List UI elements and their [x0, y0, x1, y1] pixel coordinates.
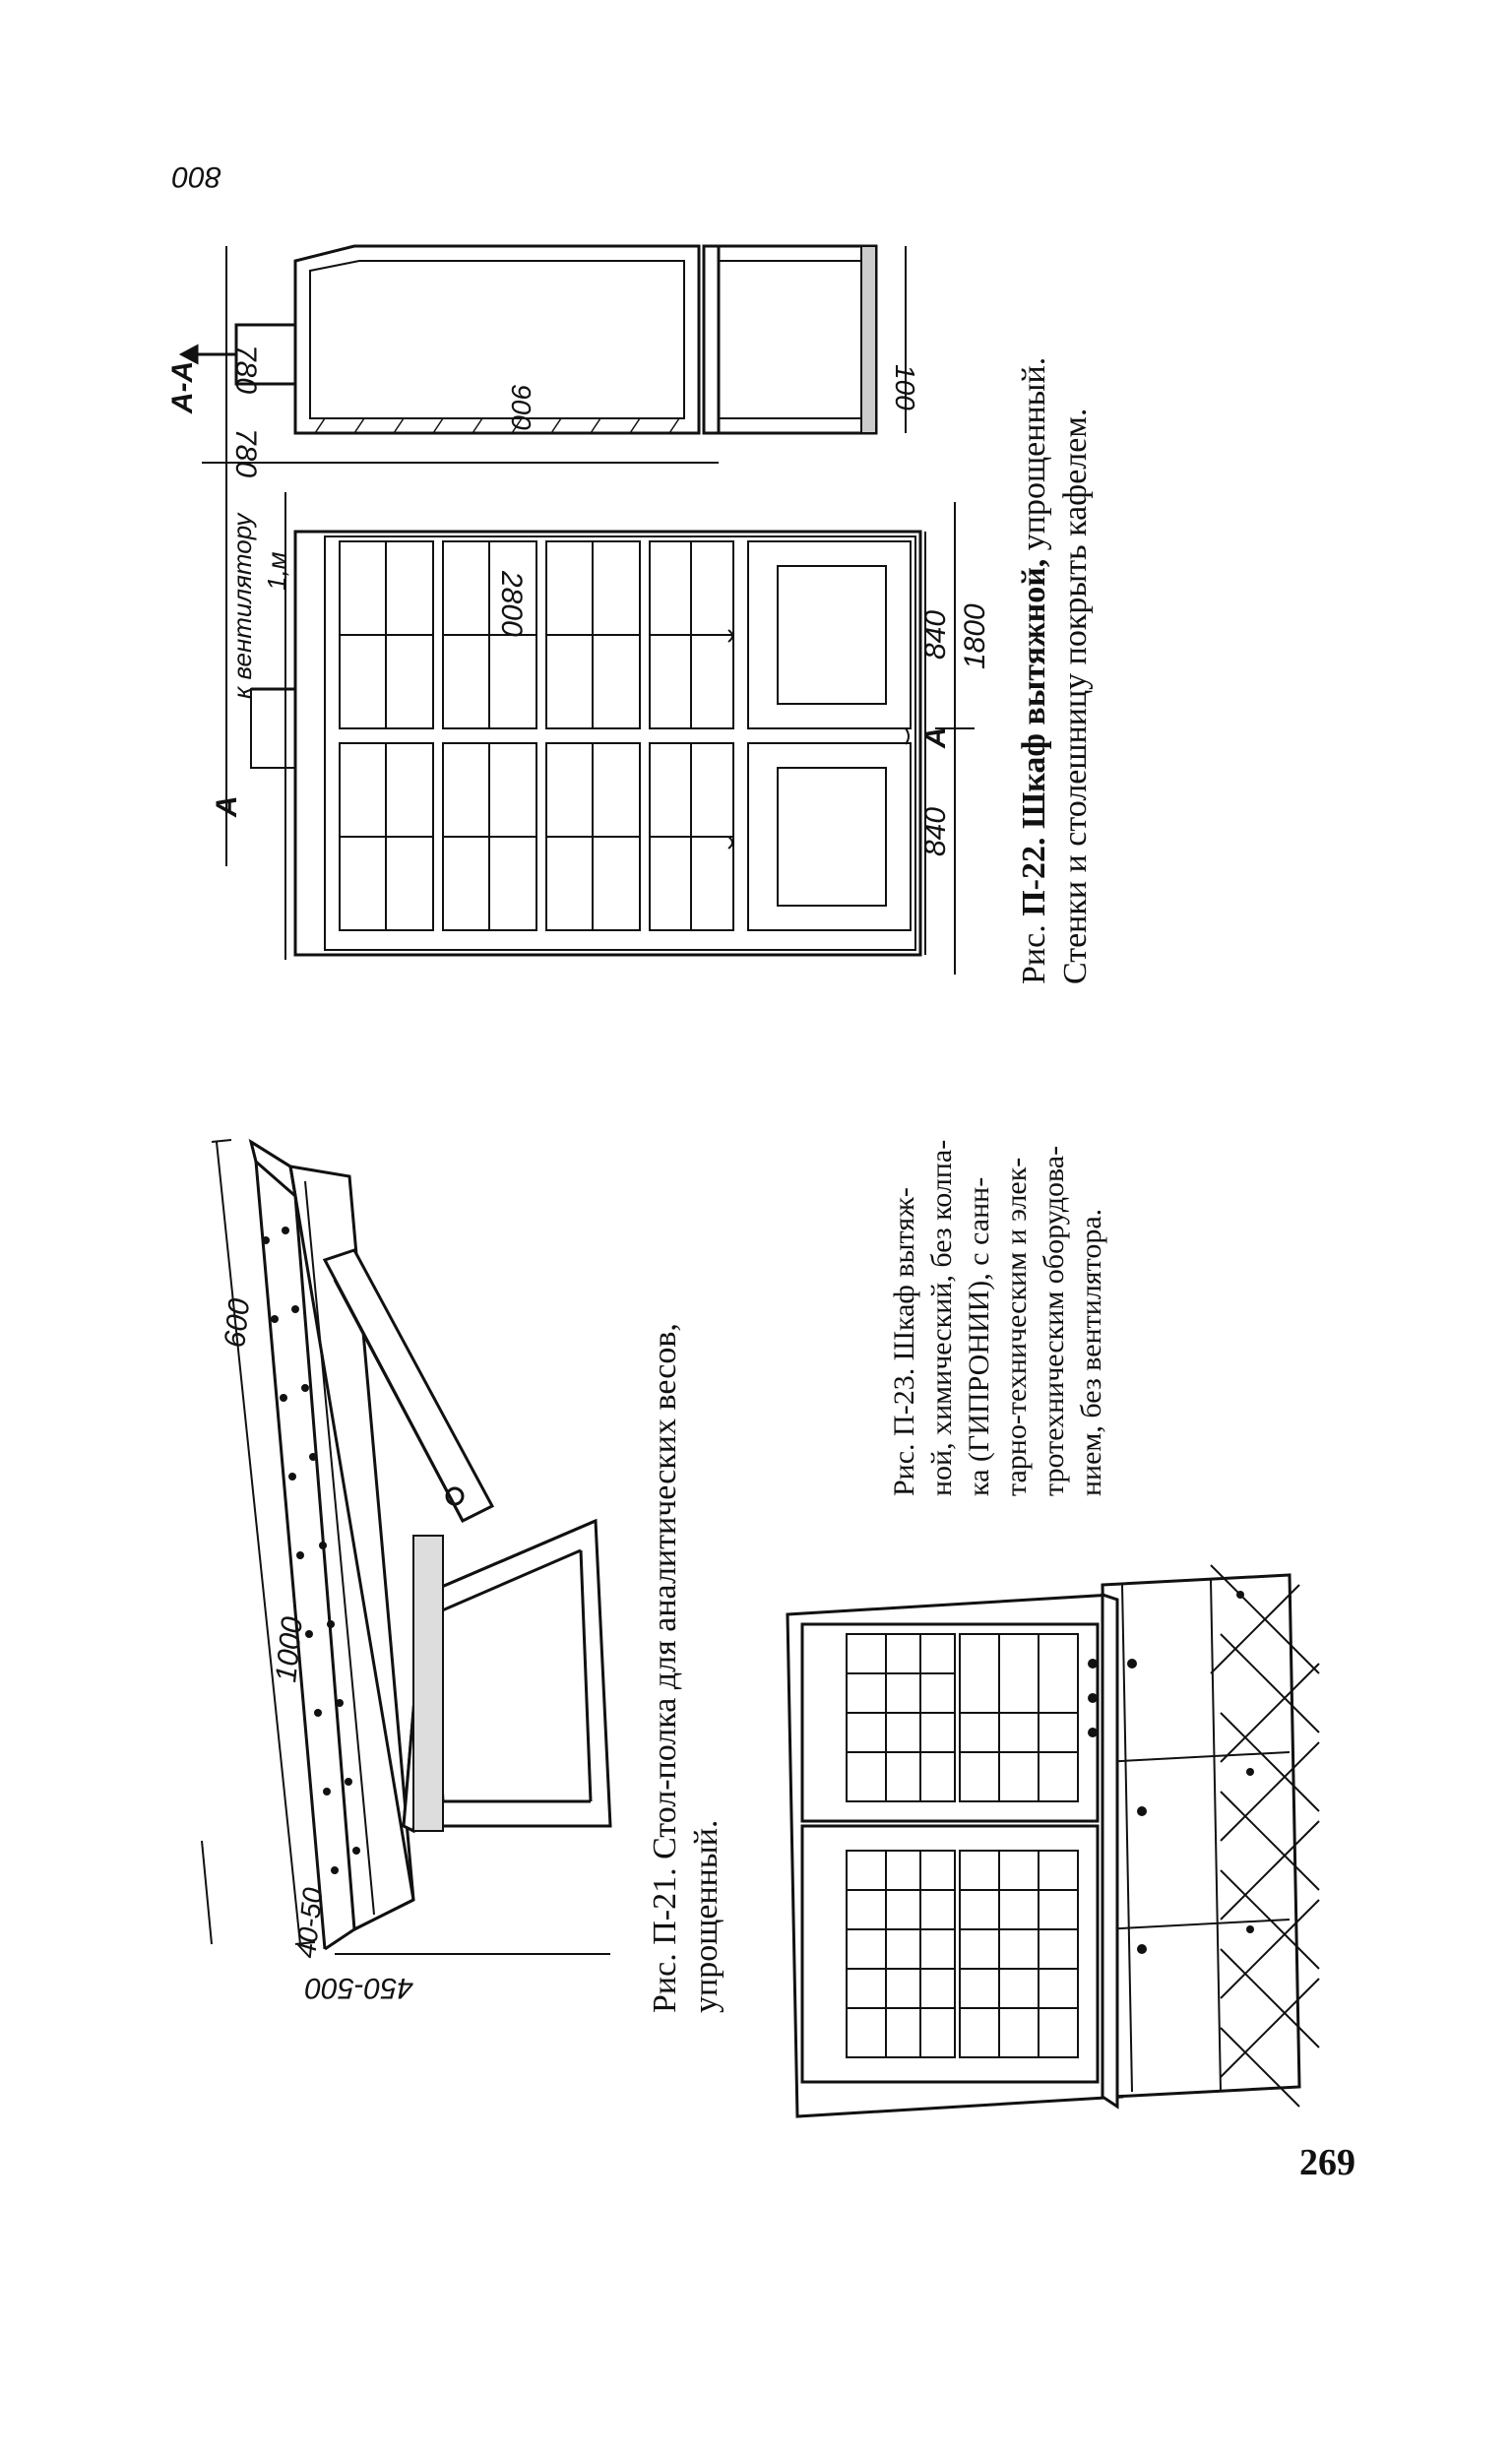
fig21-dim-height: 450-500: [305, 1972, 413, 2004]
fig21-drawing: [201, 1138, 612, 1955]
fig22-dim-top-a: 780: [229, 345, 262, 394]
fig23-caption-line: тарно-техническим и элек-: [1000, 1157, 1033, 1496]
fig22-dim-base: 100: [890, 364, 920, 410]
fig22-caption-line2: Стенки и столешницу покрыть кафелем.: [1057, 408, 1094, 984]
fig22-dim-top-c: 800: [172, 160, 221, 193]
fig21-caption-line1: Рис. П-21. Стол-полка для аналитических …: [647, 1323, 683, 2013]
fig23-caption-line: Рис. П-23. Шкаф вытяж-: [888, 1187, 920, 1496]
fig22-dim-top-b: 780: [229, 428, 262, 477]
fig21-caption-line2: упрощенный.: [688, 1819, 724, 2013]
fig22-section-label: А-А: [166, 361, 199, 414]
page-number: 269: [1299, 2142, 1355, 2183]
fig23-caption-line: ной, химический, без колпа-: [925, 1139, 958, 1496]
fig22-caption-line1: Рис. П-22. Шкаф вытяжной, упрощенный.: [1014, 357, 1055, 984]
fig23-caption-line: тротехническим оборудова-: [1038, 1145, 1070, 1496]
fig22-vent-size: 1,м: [262, 551, 291, 591]
fig22-dim-half-a: 840: [919, 610, 952, 660]
fig22-vent-label: к вентилятору: [227, 512, 257, 699]
fig21-dimensions: 600 1000 40-50 450-500: [219, 1296, 413, 2004]
fig23-caption-line: нием, без вентилятора.: [1075, 1208, 1107, 1496]
fig22-caption: Рис. П-22. Шкаф вытяжной, упрощенный. Ст…: [1014, 357, 1097, 984]
fig21-dim-thickness: 40-50: [290, 1886, 328, 1960]
fig21-caption: Рис. П-21. Стол-полка для аналитических …: [645, 1323, 727, 2013]
fig22-section-mark-b: А: [919, 726, 952, 749]
fig23-caption-line: ка (ГИПРОНИИ), с санн-: [963, 1176, 995, 1496]
fig22-dim-front: 1800: [959, 603, 991, 669]
fig23-caption: Рис. П-23. Шкаф вытяж- ной, химический, …: [886, 1140, 1110, 1496]
fig22-dimensions: 780 780 800 900 100 2800 840 840 1800 А-…: [166, 160, 991, 856]
fig22-caption-rest: упрощенный.: [1016, 356, 1052, 551]
fig22-dim-half-b: 840: [919, 807, 952, 856]
fig21-dim-length: 1000: [270, 1615, 309, 1684]
fig21-dim-width: 600: [219, 1296, 256, 1350]
fig22-section: [178, 244, 907, 866]
fig22-section-mark-a: А: [211, 795, 243, 818]
fig22-dim-inner: 900: [506, 384, 536, 430]
fig22-caption-title: П-22. Шкаф вытяжной,: [1016, 558, 1052, 916]
fig23-drawing: [786, 1564, 1320, 2118]
fig22-dim-total: 2800: [495, 570, 528, 637]
fig22-caption-label: Рис.: [1016, 924, 1052, 984]
fig22-elevation: [250, 492, 975, 975]
